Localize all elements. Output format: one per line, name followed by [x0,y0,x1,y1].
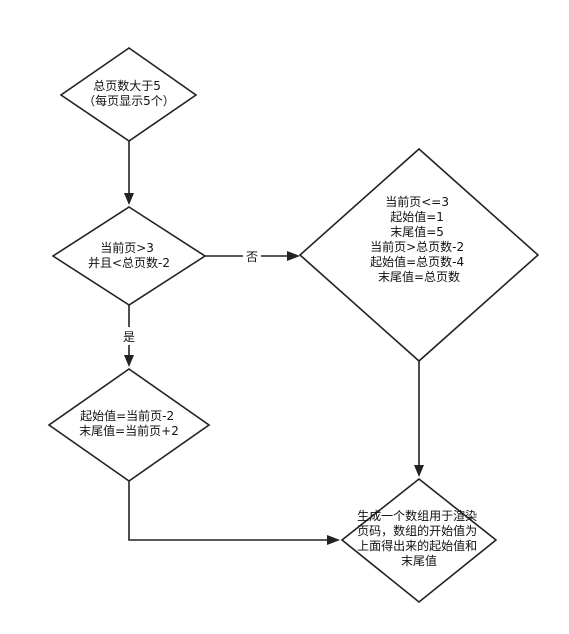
generate-line-3: 上面得出来的起始值和 [357,538,477,553]
else-line-6: 起始值=总页数-4 [370,254,464,269]
decision-generate-array: 生成一个数组用于渲染 页码，数组的开始值为 上面得出来的起始值和 末尾值 [340,477,498,604]
no-edge-label: 否 [246,250,258,264]
current-page-line-2: 并且<总页数-2 [88,255,170,270]
svg-text:生成一个数组用于渲染 页码，数组的开始值为: 生成一个数组用于渲染 页码，数组的开始值为 上面得出来的起始值和 末尾值 [357,508,481,568]
total-pages-line-1: 总页数大于5 [93,78,161,93]
else-line-7: 末尾值=总页数 [378,269,460,284]
edge-current-to-middle: 是 [120,305,138,367]
edge-else-to-generate [414,361,424,477]
middle-line-2: 末尾值=当前页+2 [79,423,179,438]
edge-total-to-current [124,141,134,205]
decision-else-branch: 当前页<=3 起始值=1 末尾值=5 当前页>总页数-2 起始值=总页数-4 末… [298,147,540,363]
svg-text:当前页<=3 起始值=1 末尾值=5: 当前页<=3 起始值=1 末尾值=5 当前页>总页数-2 起始值=总页数-4 末… [370,194,468,284]
else-line-3: 末尾值=5 [390,224,444,239]
current-page-line-1: 当前页>3 [100,240,154,255]
decision-total-pages: 总页数大于5 （每页显示5个） [59,47,198,142]
svg-text:总页数大于5 （每页显示5个）: 总页数大于5 （每页显示5个） [83,78,175,108]
else-line-2: 起始值=1 [390,209,444,224]
yes-edge-label: 是 [123,330,135,344]
edge-current-to-else: 否 [205,247,300,265]
generate-line-4: 末尾值 [401,553,437,568]
decision-current-page: 当前页>3 并且<总页数-2 [51,206,207,306]
svg-text:当前页>3 并且<总页数-2: 当前页>3 并且<总页数-2 [88,240,170,270]
decision-middle-range: 起始值=当前页-2 末尾值=当前页+2 [47,368,211,482]
generate-line-2: 页码，数组的开始值为 [357,523,477,538]
else-line-5: 当前页>总页数-2 [370,239,464,254]
total-pages-line-2: （每页显示5个） [83,93,175,108]
svg-text:起始值=当前页-2 末尾值=当前页+2: 起始值=当前页-2 末尾值=当前页+2 [79,408,179,438]
edge-middle-to-generate [128,481,340,545]
generate-line-1: 生成一个数组用于渲染 [357,508,477,523]
middle-line-1: 起始值=当前页-2 [80,408,174,423]
else-line-1: 当前页<=3 [385,194,449,209]
